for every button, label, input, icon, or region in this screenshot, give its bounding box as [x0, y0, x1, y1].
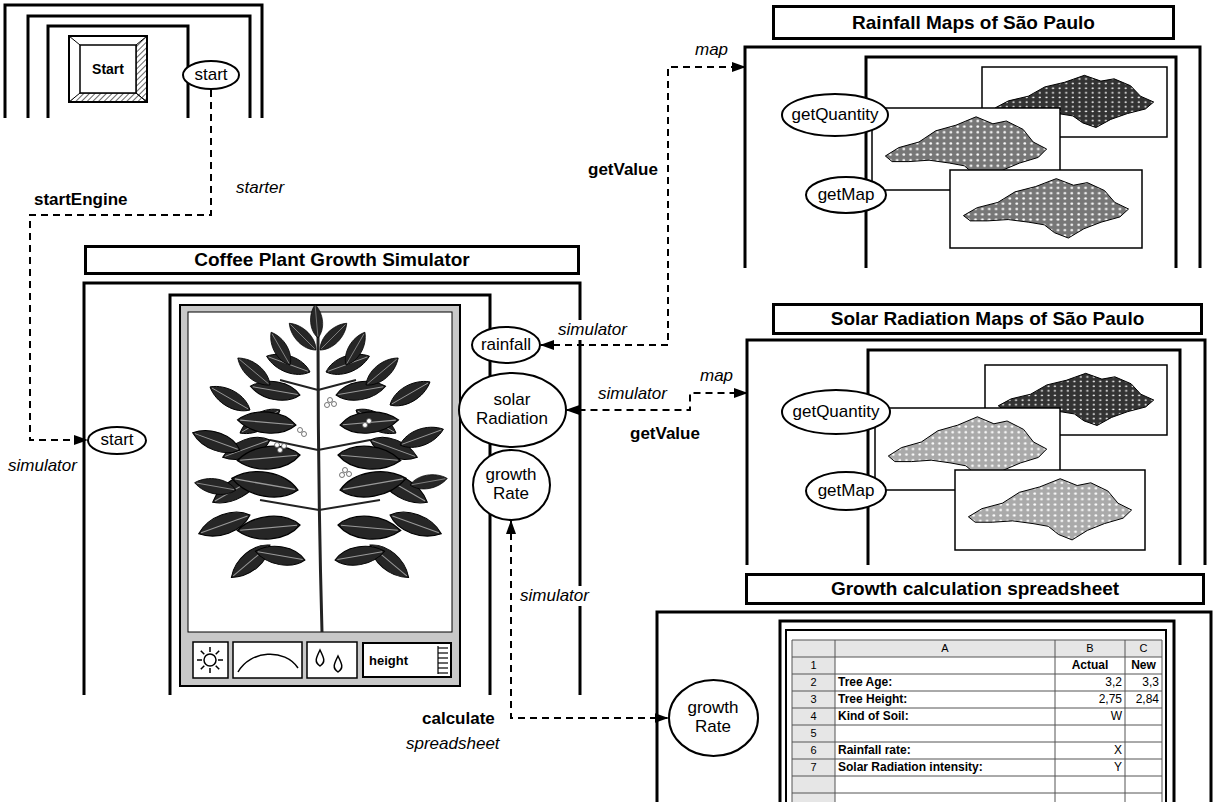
table-cell: A: [835, 640, 1055, 657]
table-cell: B: [1055, 640, 1125, 657]
table-cell: 5: [792, 725, 835, 742]
method-oval: growth Rate: [668, 679, 759, 757]
dashed-connector: [541, 67, 745, 345]
component: Rainfall Maps of São Paulo getQuantity get…: [745, 5, 1200, 268]
component: Solar Radiation Maps of São Paulo getQuan…: [747, 303, 1205, 565]
table-cell: Tree Age:: [835, 674, 1055, 691]
rainfall-maps: [872, 67, 1167, 248]
table-cell: 1: [792, 657, 835, 674]
method-name: growth Rate: [482, 466, 540, 503]
method-oval: start: [182, 60, 240, 90]
start-button: Start: [68, 35, 148, 103]
role-label: simulator: [518, 586, 591, 606]
message-label: startEngine: [32, 190, 130, 210]
button-label: Start: [92, 61, 124, 77]
component-title: Rainfall Maps of São Paulo: [852, 12, 1095, 34]
method-name: getMap: [818, 482, 875, 501]
method-oval: start: [87, 426, 147, 455]
message-label: getValue: [586, 160, 660, 180]
method-name: getQuantity: [792, 106, 879, 125]
table-cell: 2,75: [1055, 691, 1125, 708]
table-cell: Kind of Soil:: [835, 708, 1055, 725]
method-name: getQuantity: [793, 403, 880, 422]
message-label: getValue: [628, 424, 702, 444]
method-oval: getMap: [805, 176, 887, 214]
component: Coffee Plant Growth Simulator start rainfa…: [84, 245, 580, 695]
table-cell: New: [1125, 657, 1162, 674]
method-oval: getQuantity: [781, 93, 889, 137]
role-label: map: [698, 366, 735, 386]
role-label: simulator: [556, 320, 629, 340]
role-label: simulator: [6, 456, 79, 476]
role-label: map: [693, 40, 730, 60]
table-cell: 7: [792, 759, 835, 776]
solar-maps: [875, 365, 1167, 550]
table-cell: Y: [1055, 759, 1125, 776]
table-cell: Rainfall rate:: [835, 742, 1055, 759]
method-oval: getQuantity: [781, 389, 891, 435]
method-name: start: [194, 66, 227, 85]
table-cell: 6: [792, 742, 835, 759]
table-cell: 4: [792, 708, 835, 725]
role-label: starter: [234, 178, 286, 198]
table-cell: W: [1055, 708, 1125, 725]
table-cell: 2,84: [1125, 691, 1162, 708]
method-name: rainfall: [481, 336, 531, 355]
table-cell: X: [1055, 742, 1125, 759]
method-oval: solar Radiation: [458, 372, 567, 448]
plant-panel: [180, 304, 460, 686]
title-band: Growth calculation spreadsheet: [745, 573, 1205, 605]
table-cell: Actual: [1055, 657, 1125, 674]
table-cell: 3: [792, 691, 835, 708]
method-name: growth Rate: [678, 699, 748, 736]
method-oval: growth Rate: [472, 449, 551, 521]
method-name: solar Radiation: [470, 391, 554, 428]
table-cell: Tree Height:: [835, 691, 1055, 708]
role-label: simulator: [596, 384, 669, 404]
component-title: Solar Radiation Maps of São Paulo: [831, 308, 1145, 330]
title-band: Rainfall Maps of São Paulo: [772, 5, 1175, 40]
message-label: calculate: [420, 709, 497, 729]
dashed-connector: [511, 521, 668, 718]
spreadsheet-grid: [786, 630, 1166, 802]
method-name: start: [100, 431, 133, 450]
method-oval: rainfall: [471, 326, 541, 364]
table-cell: 2: [792, 674, 835, 691]
component-title: Coffee Plant Growth Simulator: [194, 249, 470, 271]
method-oval: getMap: [805, 471, 887, 511]
table-cell: Solar Radiation intensity:: [835, 759, 1055, 776]
table-cell: C: [1125, 640, 1162, 657]
title-band: Coffee Plant Growth Simulator: [84, 245, 580, 275]
component-frames: [5, 5, 1211, 802]
gauge-box: height: [362, 642, 452, 678]
title-band: Solar Radiation Maps of São Paulo: [772, 303, 1203, 335]
table-cell: 3,3: [1125, 674, 1162, 691]
gauge-label: height: [369, 653, 408, 668]
method-name: getMap: [818, 186, 875, 205]
table-cell: 3,2: [1055, 674, 1125, 691]
role-label: spreadsheet: [404, 734, 502, 754]
component-title: Growth calculation spreadsheet: [831, 578, 1119, 600]
